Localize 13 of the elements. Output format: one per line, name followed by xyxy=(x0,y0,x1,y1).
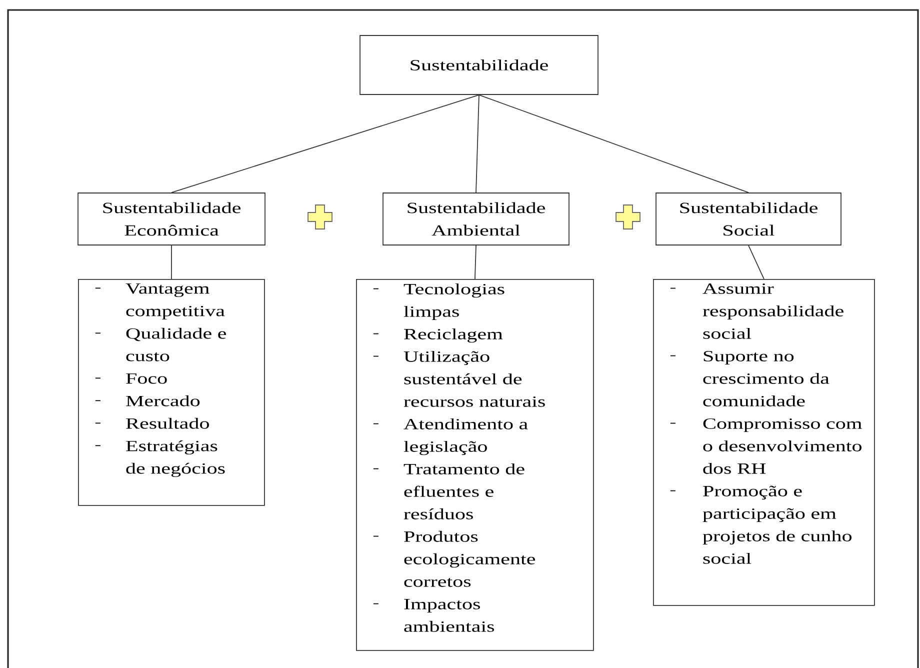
title-box: Sustentabilidade xyxy=(360,35,598,95)
connector-line xyxy=(476,94,480,193)
list-box: Tecnologias limpas Reciclagem Utilização sustentável de recursos naturais Atendimento a legislação Tratamento de efluentes e resíduos Produtos ecologicamente corretos Impactos ambientais xyxy=(356,279,594,651)
category-box: Sustentabilidade Social xyxy=(656,192,842,246)
list-box: Vantagem competitiva Qualidade e custo Foco Mercado Resultado Estratégias de negócios xyxy=(78,279,265,506)
category-box: Sustentabilidade Ambiental xyxy=(382,192,570,246)
connector-line xyxy=(748,245,764,280)
category-box: Sustentabilidade Econômica xyxy=(78,192,266,246)
connector-line xyxy=(171,245,172,280)
connector-line xyxy=(474,245,476,280)
connector-line xyxy=(478,94,749,193)
list-box: Assumir responsabilidade social Suporte no crescimento da comunidade Compromisso com o desenvolvimento dos RH Promoção e participação em projetos de cunho social xyxy=(653,279,875,606)
connector-line xyxy=(171,94,480,193)
